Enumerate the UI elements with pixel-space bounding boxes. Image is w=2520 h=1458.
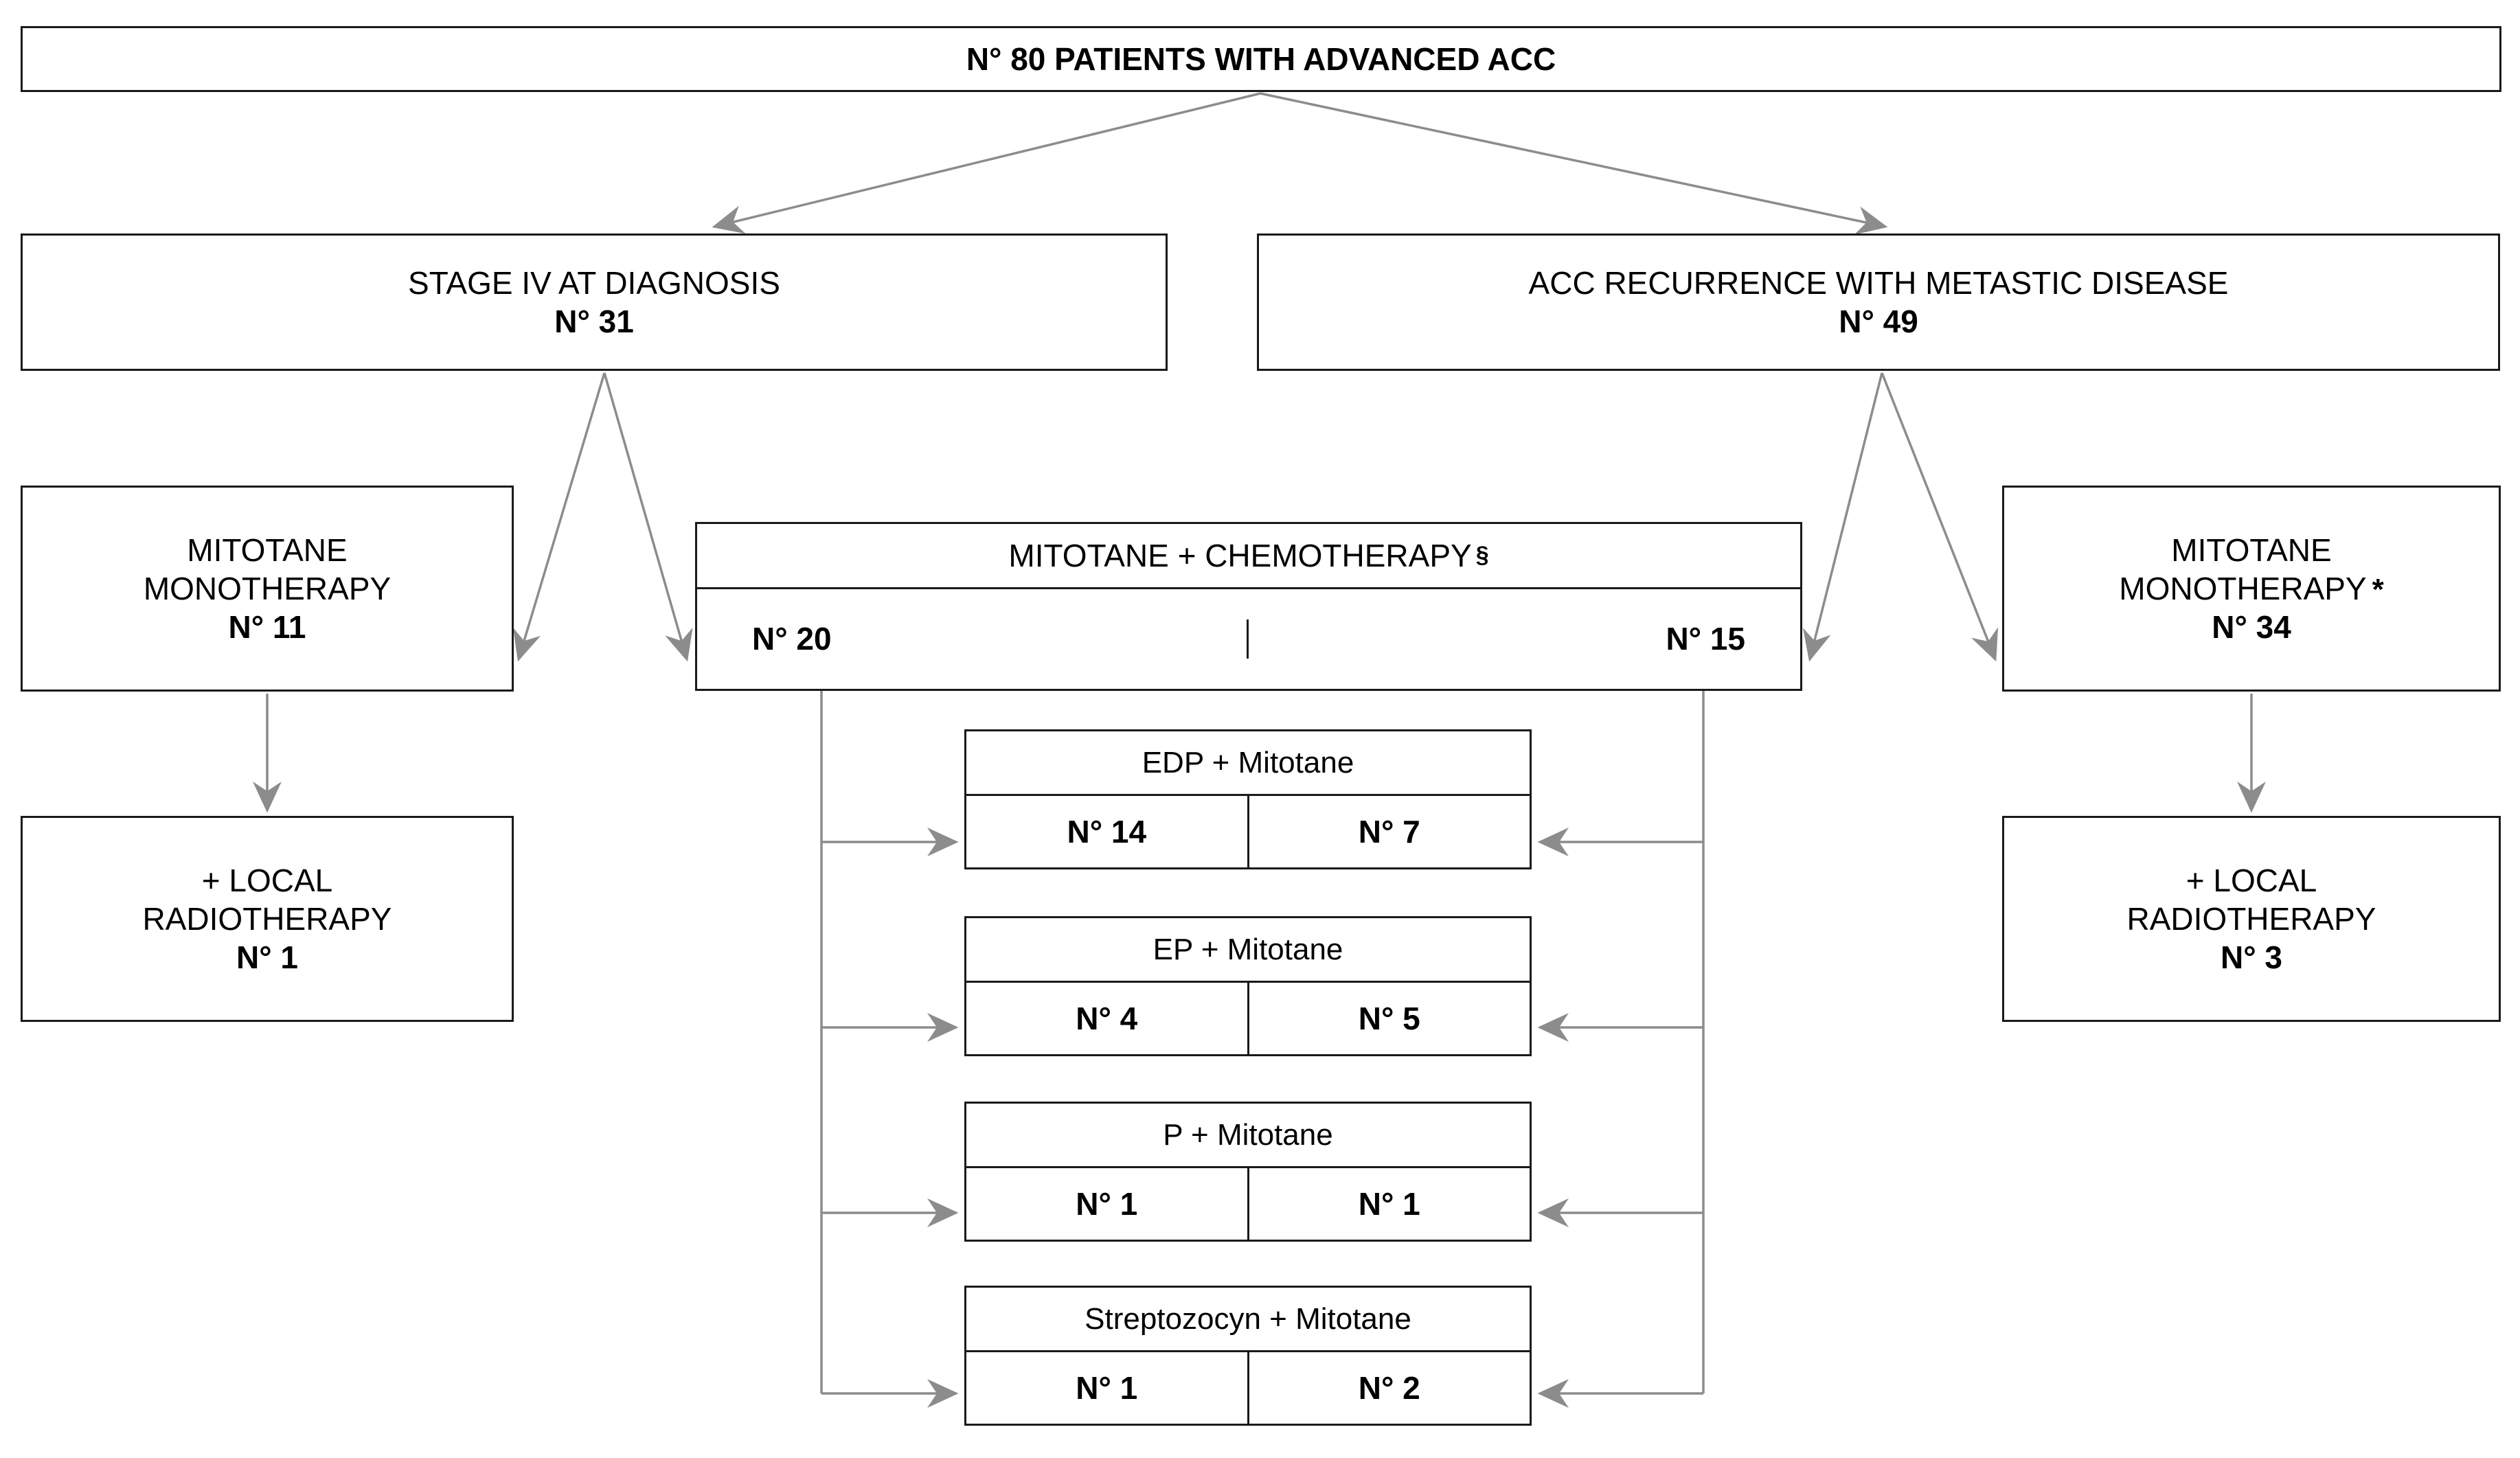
regimen-count-left: N° 14 xyxy=(1067,814,1147,850)
local-radiotherapy-left-line2: RADIOTHERAPY xyxy=(142,900,392,937)
mitotane-monotherapy-left-line2: MONOTHERAPY xyxy=(143,570,391,606)
asterisk-marker-icon: * xyxy=(2372,572,2384,606)
recurrence-box[interactable]: ACC RECURRENCE WITH METASTIC DISEASE N° … xyxy=(1257,233,2500,371)
mitotane-monotherapy-right-line2: MONOTHERAPY xyxy=(2119,570,2367,606)
mitotane-monotherapy-right-count: N° 34 xyxy=(2212,609,2291,646)
regimen-title: Streptozocyn + Mitotane xyxy=(1085,1301,1411,1336)
regimen-counts-row: N° 1 N° 1 xyxy=(964,1166,1532,1242)
edge-stageiv-split xyxy=(512,372,693,662)
regimen-count-left-cell[interactable]: N° 14 xyxy=(966,796,1249,867)
regimen-title-cell: EDP + Mitotane xyxy=(964,729,1532,794)
regimen-title-cell: P + Mitotane xyxy=(964,1102,1532,1166)
edge-recurrence-split xyxy=(1802,372,1999,662)
regimen-count-right-cell[interactable]: N° 1 xyxy=(1249,1168,1530,1240)
edge-top-to-cohorts xyxy=(712,92,1888,235)
regimen-title: EDP + Mitotane xyxy=(1142,745,1354,779)
regimen-count-left: N° 1 xyxy=(1076,1370,1138,1406)
mitotane-monotherapy-left-box[interactable]: MITOTANE MONOTHERAPY N° 11 xyxy=(21,486,514,692)
mitotane-chemotherapy-title: MITOTANE + CHEMOTHERAPY xyxy=(1008,537,1472,573)
total-patients-label: N° 80 PATIENTS WITH ADVANCED ACC xyxy=(966,41,1556,77)
edge-bus-right-branches xyxy=(1537,828,1703,1408)
local-radiotherapy-right-line1: + LOCAL xyxy=(2186,862,2317,898)
regimen-count-left: N° 1 xyxy=(1076,1186,1138,1222)
regimen-count-left-cell[interactable]: N° 1 xyxy=(966,1352,1249,1424)
mitotane-chemotherapy-count-right: N° 15 xyxy=(1666,621,1745,657)
local-radiotherapy-left-line1: + LOCAL xyxy=(201,862,333,898)
edge-bus-left-branches xyxy=(821,828,959,1408)
local-radiotherapy-left-count: N° 1 xyxy=(236,939,298,976)
mitotane-chemotherapy-title-wrap: MITOTANE + CHEMOTHERAPY§ xyxy=(1008,536,1488,575)
regimen-count-left-cell[interactable]: N° 1 xyxy=(966,1168,1249,1240)
mitotane-chemotherapy-count-left: N° 20 xyxy=(752,621,832,657)
mitotane-monotherapy-right-line1: MITOTANE xyxy=(2171,532,2332,568)
mitotane-monotherapy-left-count: N° 11 xyxy=(228,609,306,646)
regimen-count-right-cell[interactable]: N° 5 xyxy=(1249,983,1530,1054)
mitotane-monotherapy-left-line1: MITOTANE xyxy=(187,532,348,568)
recurrence-title: ACC RECURRENCE WITH METASTIC DISEASE xyxy=(1528,264,2229,301)
local-radiotherapy-right-box[interactable]: + LOCAL RADIOTHERAPY N° 3 xyxy=(2002,816,2501,1022)
regimen-count-right-cell[interactable]: N° 7 xyxy=(1249,796,1530,867)
regimen-box-p[interactable]: P + Mitotane N° 1 N° 1 xyxy=(964,1102,1532,1242)
regimen-count-left: N° 4 xyxy=(1076,1001,1138,1036)
local-radiotherapy-left-box[interactable]: + LOCAL RADIOTHERAPY N° 1 xyxy=(21,816,514,1022)
local-radiotherapy-right-count: N° 3 xyxy=(2221,939,2282,976)
regimen-title-cell: EP + Mitotane xyxy=(964,916,1532,981)
mitotane-chemotherapy-header-box[interactable]: MITOTANE + CHEMOTHERAPY§ xyxy=(695,522,1802,589)
regimen-count-right: N° 2 xyxy=(1358,1370,1420,1406)
stage-iv-title: STAGE IV AT DIAGNOSIS xyxy=(408,264,780,301)
regimen-counts-row: N° 14 N° 7 xyxy=(964,794,1532,869)
regimen-counts-row: N° 1 N° 2 xyxy=(964,1350,1532,1426)
regimen-count-right: N° 7 xyxy=(1358,814,1420,850)
local-radiotherapy-right-line2: RADIOTHERAPY xyxy=(2126,900,2376,937)
stage-iv-box[interactable]: STAGE IV AT DIAGNOSIS N° 31 xyxy=(21,233,1168,371)
regimen-title-cell: Streptozocyn + Mitotane xyxy=(964,1286,1532,1350)
regimen-box-streptozocyn[interactable]: Streptozocyn + Mitotane N° 1 N° 2 xyxy=(964,1286,1532,1426)
regimen-counts-row: N° 4 N° 5 xyxy=(964,981,1532,1056)
regimen-title: P + Mitotane xyxy=(1163,1117,1333,1152)
stage-iv-count: N° 31 xyxy=(554,304,634,339)
regimen-count-right-cell[interactable]: N° 2 xyxy=(1249,1352,1530,1424)
mitotane-monotherapy-right-line2-wrap: MONOTHERAPY* xyxy=(2119,569,2384,608)
recurrence-count: N° 49 xyxy=(1839,304,1918,339)
regimen-box-edp[interactable]: EDP + Mitotane N° 14 N° 7 xyxy=(964,729,1532,869)
regimen-title: EP + Mitotane xyxy=(1153,932,1343,966)
mitotane-chemotherapy-counts-box[interactable]: N° 20 N° 15 xyxy=(695,589,1802,691)
total-patients-box[interactable]: N° 80 PATIENTS WITH ADVANCED ACC xyxy=(21,26,2501,92)
regimen-count-right: N° 5 xyxy=(1358,1001,1420,1036)
mitotane-chemotherapy-count-right-cell[interactable]: N° 15 xyxy=(1249,619,1800,658)
mitotane-chemotherapy-count-left-cell[interactable]: N° 20 xyxy=(697,619,1249,659)
mitotane-monotherapy-right-box[interactable]: MITOTANE MONOTHERAPY* N° 34 xyxy=(2002,486,2501,692)
regimen-count-left-cell[interactable]: N° 4 xyxy=(966,983,1249,1054)
regimen-box-ep[interactable]: EP + Mitotane N° 4 N° 5 xyxy=(964,916,1532,1056)
regimen-count-right: N° 1 xyxy=(1358,1186,1420,1222)
section-marker-icon: § xyxy=(1475,541,1489,568)
